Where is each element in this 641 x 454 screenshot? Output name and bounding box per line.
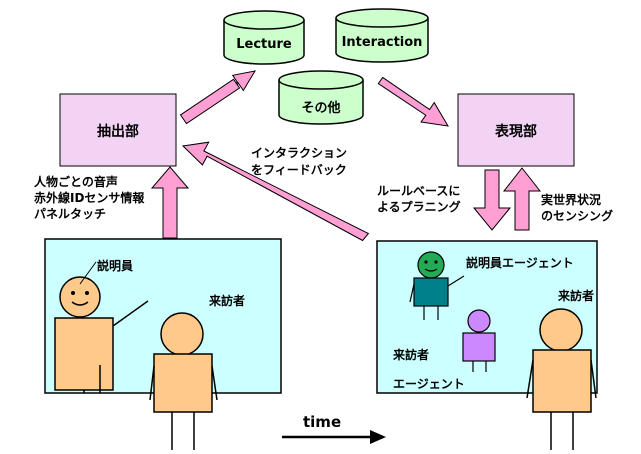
planning-text-1: ルールベースに bbox=[377, 184, 461, 198]
arrow-feedback bbox=[181, 141, 370, 242]
sensing-text-2: のセンシング bbox=[541, 209, 614, 223]
sensing-text-1: 実世界状況 bbox=[541, 193, 602, 207]
expression-box bbox=[457, 93, 575, 167]
inputs-text-2: 赤外線IDセンサ情報 bbox=[34, 191, 145, 205]
explainer-label: 説明員 bbox=[97, 259, 134, 273]
lecture-database bbox=[223, 10, 305, 65]
lecture-label: Lecture bbox=[236, 37, 292, 52]
arrow-inputs-up bbox=[150, 166, 190, 239]
other-label: その他 bbox=[301, 101, 341, 116]
arrow-extraction-to-databases-body bbox=[179, 78, 241, 125]
arrow-sensing-up bbox=[502, 167, 542, 231]
feedback-text-2: をフィードバック bbox=[251, 163, 347, 177]
feedback-text-1: インタラクション bbox=[251, 146, 348, 160]
explainer-agent-figure bbox=[409, 251, 465, 320]
explainer-figure bbox=[54, 276, 149, 393]
visitor-figure bbox=[149, 312, 218, 450]
left-visitor-label: 来訪者 bbox=[209, 294, 246, 308]
interaction-label: Interaction bbox=[341, 35, 423, 50]
visitor-agent-label-2: エージェント bbox=[393, 377, 465, 391]
right-visitor-label: 来訪者 bbox=[558, 289, 595, 303]
arrow-planning-down bbox=[472, 169, 512, 231]
visitor-agent-label-1: 来訪者 bbox=[393, 348, 430, 362]
planning-text-2: よるプラニング bbox=[377, 200, 461, 214]
extraction-label: 抽出部 bbox=[97, 124, 139, 140]
visitor-agent-figure bbox=[462, 309, 496, 372]
arrow-databases-to-expression bbox=[377, 76, 449, 127]
inputs-text-3: パネルタッチ bbox=[34, 207, 107, 221]
explainer-leader-line bbox=[79, 261, 97, 285]
right-visitor-figure bbox=[526, 308, 597, 450]
time-arrow bbox=[282, 430, 386, 444]
inputs-text-1: 人物ごとの音声 bbox=[34, 175, 118, 189]
interaction-database bbox=[335, 8, 429, 63]
expression-label: 表現部 bbox=[495, 124, 537, 140]
time-label: time bbox=[303, 413, 342, 431]
extraction-box bbox=[59, 93, 177, 167]
other-database bbox=[278, 70, 364, 125]
explainer-agent-label: 説明員エージェント bbox=[466, 256, 574, 270]
